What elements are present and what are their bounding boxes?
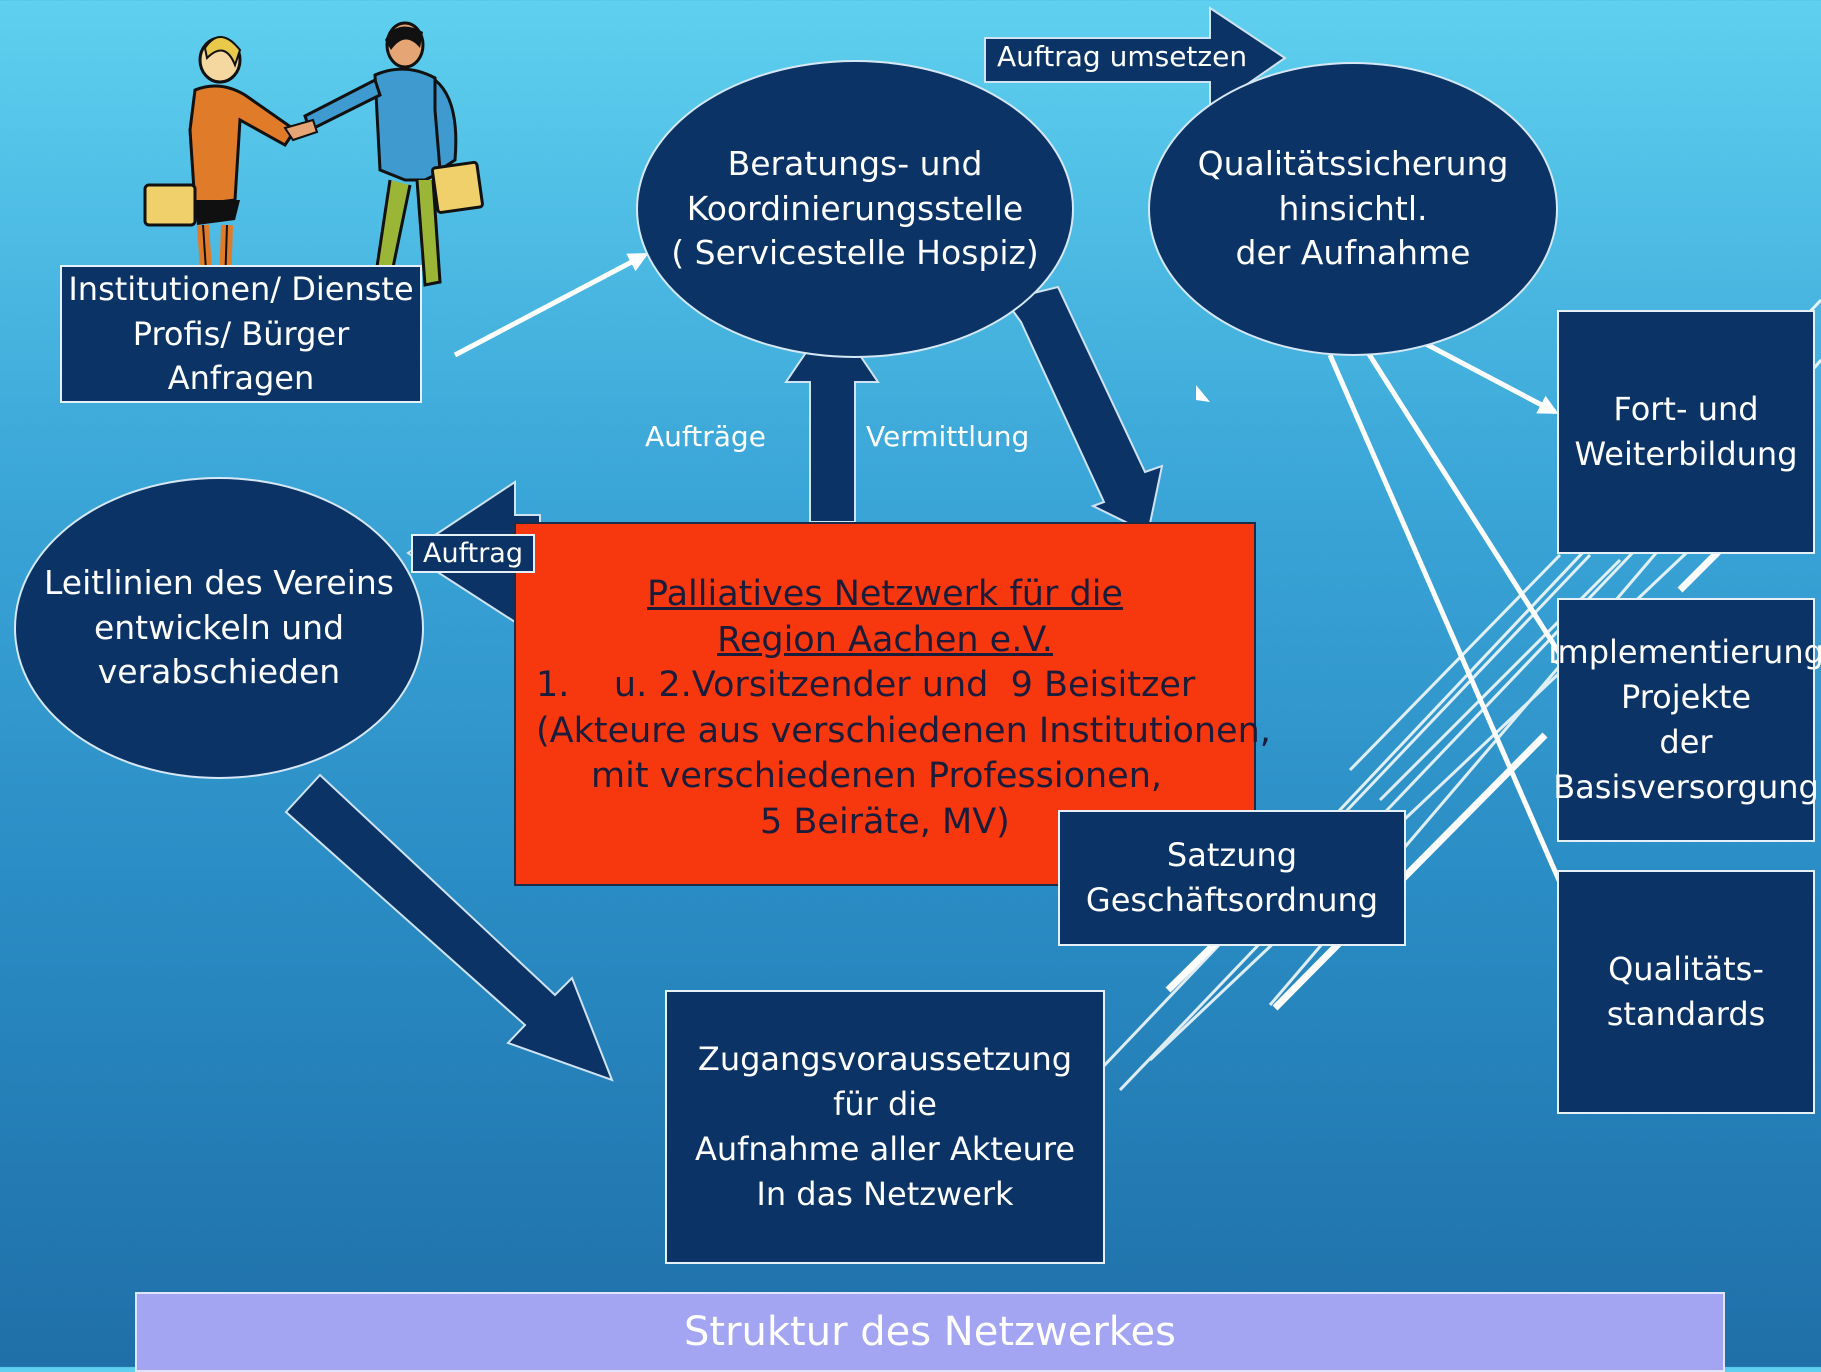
vermittlung-label: Vermittlung: [866, 420, 1030, 453]
arrow-requests-to-coordination: [453, 252, 649, 358]
auftrag-umsetzen-label: Auftrag umsetzen: [997, 40, 1248, 73]
arrow-to-implementation: [1357, 338, 1573, 674]
auftrag-label: Auftrag: [411, 534, 535, 573]
center-line4: (Akteure aus verschiedenen Institutionen…: [536, 710, 1271, 751]
implementation-box: Implementierung Projekte der Basisversor…: [1548, 598, 1821, 842]
footer-title: Struktur des Netzwerkes: [135, 1292, 1725, 1372]
guidelines-ellipse: Leitlinien des Vereins entwickeln und ve…: [14, 477, 424, 779]
handshake-illustration-icon: [143, 21, 484, 287]
arrow-to-standards: [1327, 354, 1588, 944]
center-title-line1: Palliatives Netzwerk für die: [647, 574, 1123, 614]
requests-box: Institutionen/ Dienste Profis/ Bürger An…: [60, 265, 422, 403]
statutes-box: Satzung Geschäftsordnung: [1058, 810, 1406, 946]
center-title-line2: Region Aachen e.V.: [717, 619, 1053, 660]
access-box: Zugangsvoraussetzung für die Aufnahme al…: [665, 990, 1105, 1264]
standards-box: Qualitäts- standards: [1557, 870, 1815, 1114]
auftraege-label: Aufträge: [645, 420, 766, 453]
center-line5: mit verschiedenen Professionen,: [591, 756, 1163, 796]
arrow-down-to-access: [284, 773, 614, 1082]
quality-assurance-ellipse: Qualitätssicherung hinsichtl. der Aufnah…: [1148, 62, 1558, 356]
coordination-ellipse: Beratungs- und Koordinierungsstelle ( Se…: [636, 60, 1074, 358]
training-box: Fort- und Weiterbildung: [1557, 310, 1815, 554]
arrow-down-to-center: [1003, 285, 1164, 535]
center-line6: 5 Beiräte, MV): [760, 801, 1010, 842]
center-line3: 1. u. 2.Vorsitzender und 9 Beisitzer: [536, 665, 1196, 705]
small-triangle-mark: [1196, 385, 1210, 402]
